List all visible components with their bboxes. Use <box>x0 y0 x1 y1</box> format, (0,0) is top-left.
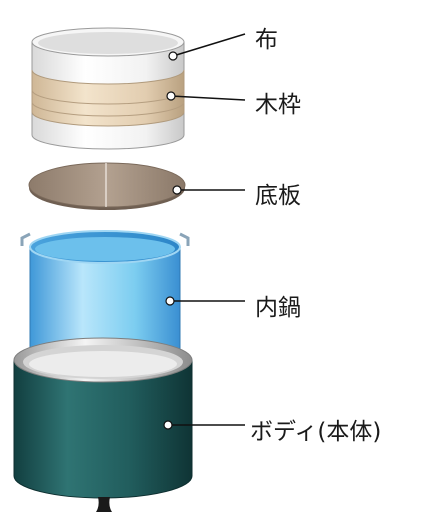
wood-frame-part <box>31 69 185 127</box>
bottom-plate-part <box>28 162 186 210</box>
label-bottom-plate: 底板 <box>255 183 301 209</box>
leader-line-frame <box>170 95 246 101</box>
body-part <box>13 337 193 512</box>
leader-dot-bottom <box>172 185 182 195</box>
label-body: ボディ(本体) <box>250 419 382 445</box>
label-wood-frame: 木枠 <box>255 92 301 118</box>
label-inner-pot: 内鍋 <box>255 295 301 321</box>
leader-dot-cloth <box>168 51 178 61</box>
leader-line-cloth <box>172 33 246 57</box>
leader-dot-frame <box>166 91 176 101</box>
leader-dot-body <box>163 420 173 430</box>
leader-lines <box>163 33 246 430</box>
leader-dot-inner-pot <box>165 296 175 306</box>
label-cloth: 布 <box>255 27 278 53</box>
